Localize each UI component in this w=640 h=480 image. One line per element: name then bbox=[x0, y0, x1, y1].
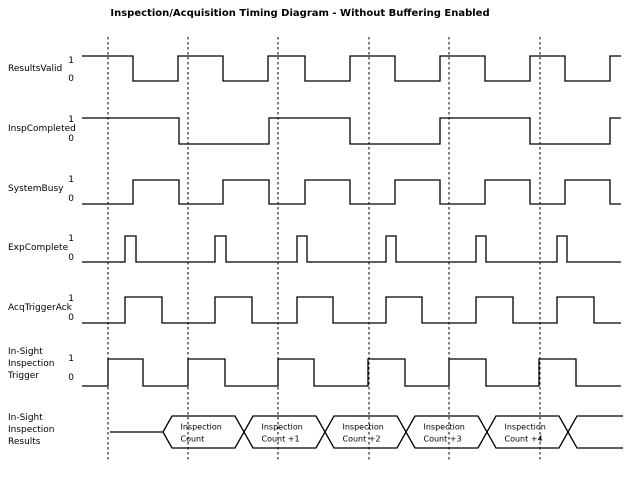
signal-label-system-busy: SystemBusy bbox=[8, 184, 64, 194]
bus-value-line1: Inspection bbox=[424, 423, 465, 432]
level-one-label-exp-complete: 1 bbox=[68, 234, 74, 244]
signal-label-insp-completed: InspCompleted bbox=[8, 124, 76, 134]
bus-edge-insight-inspection-results bbox=[162, 415, 623, 449]
level-one-label-system-busy: 1 bbox=[68, 175, 74, 185]
waveform-system-busy bbox=[82, 179, 621, 205]
level-zero-label-acq-trigger-ack: 0 bbox=[68, 313, 74, 323]
bus-value-line1: Inspection bbox=[343, 423, 384, 432]
signal-label-insight-inspection-results: In-Sight bbox=[8, 413, 43, 423]
waveform-results-valid bbox=[82, 55, 621, 82]
level-zero-label-results-valid: 0 bbox=[68, 74, 74, 84]
signal-label-insight-inspection-trigger: In-Sight bbox=[8, 347, 43, 357]
waveform-exp-complete bbox=[82, 235, 621, 263]
signal-label-insight-inspection-results: Inspection bbox=[8, 425, 55, 435]
diagram-title: Inspection/Acquisition Timing Diagram - … bbox=[110, 8, 490, 19]
bus-value-line2: Count +1 bbox=[262, 435, 300, 444]
level-zero-label-exp-complete: 0 bbox=[68, 253, 74, 263]
bus-value-line2: Count +3 bbox=[424, 435, 462, 444]
bus-value-line2: Count +2 bbox=[343, 435, 381, 444]
bus-value-line2: Count +4 bbox=[505, 435, 543, 444]
signal-label-insight-inspection-trigger: Inspection bbox=[8, 359, 55, 369]
signal-label-results-valid: ResultsValid bbox=[8, 64, 62, 74]
bus-value-line1: Inspection bbox=[262, 423, 303, 432]
signal-label-insight-inspection-trigger: Trigger bbox=[7, 371, 39, 381]
level-one-label-results-valid: 1 bbox=[68, 56, 74, 66]
waveform-insight-inspection-trigger bbox=[82, 358, 621, 387]
level-zero-label-system-busy: 0 bbox=[68, 194, 74, 204]
level-one-label-insp-completed: 1 bbox=[68, 115, 74, 125]
signal-label-exp-complete: ExpComplete bbox=[8, 243, 69, 253]
signal-label-insight-inspection-results: Results bbox=[8, 437, 41, 447]
waveform-insp-completed bbox=[82, 117, 621, 145]
bus-edge-insight-inspection-results bbox=[162, 415, 623, 449]
bus-value-line2: Count bbox=[181, 435, 205, 444]
level-one-label-acq-trigger-ack: 1 bbox=[68, 294, 74, 304]
level-zero-label-insp-completed: 0 bbox=[68, 134, 74, 144]
waveform-acq-trigger-ack bbox=[82, 296, 621, 324]
level-zero-label-insight-inspection-trigger: 0 bbox=[68, 373, 74, 383]
bus-value-line1: Inspection bbox=[181, 423, 222, 432]
signal-label-acq-trigger-ack: AcqTriggerAck bbox=[8, 303, 73, 313]
level-one-label-insight-inspection-trigger: 1 bbox=[68, 354, 74, 364]
bus-value-line1: Inspection bbox=[505, 423, 546, 432]
